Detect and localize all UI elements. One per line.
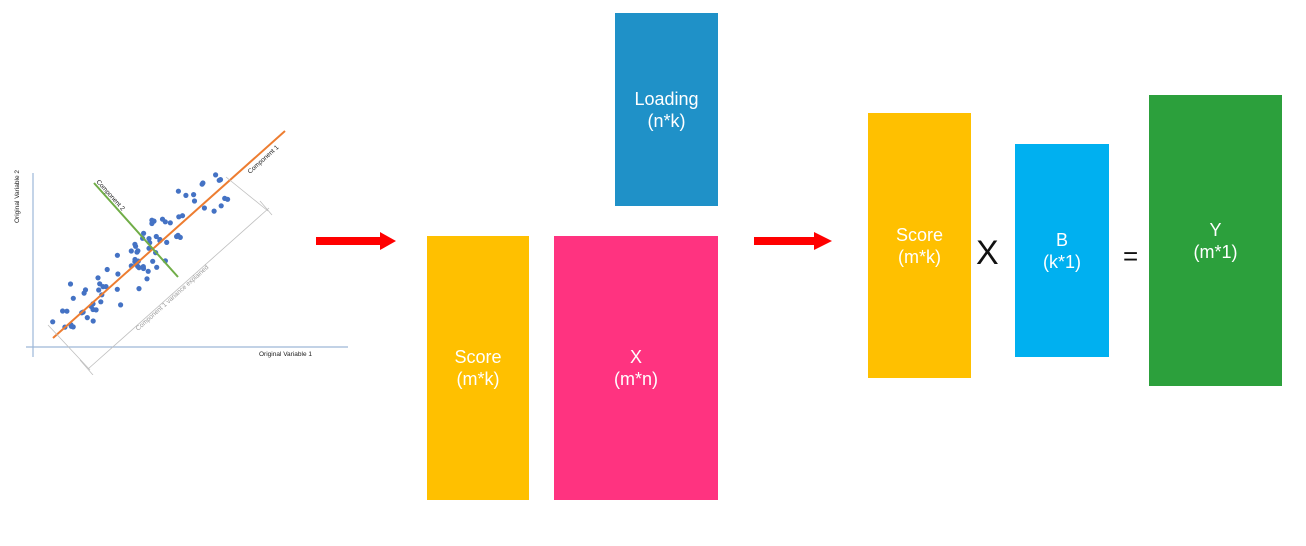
y-axis-label: Original Variable 2 <box>14 170 21 223</box>
variance-label: Component 1 variance explained <box>135 264 211 333</box>
scatter-point <box>114 286 120 292</box>
scatter-point <box>199 181 205 187</box>
loading-dimensions: (n*k) <box>647 110 686 131</box>
scatter-point <box>90 318 96 324</box>
scatter-point <box>162 219 168 225</box>
scatter-point <box>67 281 74 287</box>
scatter-point <box>132 241 138 247</box>
score-matrix-stage2: Score (m*k) <box>868 113 971 378</box>
scatter-point <box>90 306 96 313</box>
b-title: B <box>1055 229 1068 250</box>
y-title: Y <box>1209 219 1222 240</box>
scatter-point <box>135 248 141 254</box>
score-title: Score <box>454 347 502 367</box>
scatter-point <box>70 295 76 301</box>
scatter-points <box>50 172 231 330</box>
scatter-point <box>174 233 180 240</box>
scatter-point <box>191 198 198 204</box>
scatter-point <box>154 264 160 270</box>
scatter-point <box>98 299 104 305</box>
scatter-point <box>60 308 66 314</box>
scatter-point <box>104 266 110 273</box>
scatter-point <box>213 172 219 178</box>
red-arrow-right-1-icon <box>316 232 396 250</box>
x-dimensions: (m*n) <box>614 369 658 389</box>
scatter-point <box>84 315 90 321</box>
scatter-point <box>222 195 228 201</box>
x-title: X <box>629 347 642 367</box>
scatter-point <box>82 287 89 293</box>
scatter-point <box>103 284 109 290</box>
scatter-point <box>95 275 101 281</box>
scatter-point <box>115 271 121 277</box>
loading-matrix: Loading (n*k) <box>615 13 718 206</box>
scatter-point <box>118 302 124 308</box>
pca-scatter-plot: Original Variable 2 Original Variable 1 … <box>14 130 348 375</box>
variance-dimension <box>47 176 273 375</box>
x-matrix: X (m*n) <box>554 236 718 500</box>
score-title: Score <box>895 224 944 245</box>
scatter-point <box>64 308 70 314</box>
scatter-point <box>164 239 170 245</box>
score-dimensions: (m*k) <box>456 369 500 389</box>
scatter-point <box>201 205 207 211</box>
scatter-point <box>136 286 142 292</box>
scatter-point <box>132 256 138 263</box>
scatter-point <box>167 220 173 226</box>
scatter-point <box>141 230 147 236</box>
b-vector: B (k*1) <box>1015 144 1109 357</box>
scatter-point <box>114 252 120 258</box>
scatter-point <box>150 258 156 264</box>
score-matrix-stage1: Score (m*k) <box>427 236 529 500</box>
scatter-point <box>140 265 147 272</box>
scatter-point <box>149 217 155 223</box>
scatter-point <box>179 213 186 219</box>
scatter-point <box>217 177 224 183</box>
equals-operator: = <box>1123 241 1139 271</box>
loading-title: Loading <box>634 88 699 109</box>
multiply-operator: X <box>976 234 999 272</box>
scatter-point <box>145 268 151 274</box>
y-vector: Y (m*1) <box>1149 95 1282 386</box>
scatter-point <box>146 236 152 242</box>
y-dimensions: (m*1) <box>1193 241 1238 262</box>
scatter-point <box>50 319 56 325</box>
scatter-point <box>96 287 102 293</box>
scatter-point <box>183 192 189 198</box>
b-dimensions: (k*1) <box>1042 251 1081 272</box>
scatter-point <box>191 192 197 198</box>
scatter-point <box>211 208 217 214</box>
score-dimensions: (m*k) <box>898 246 941 267</box>
component-1-line <box>52 130 286 339</box>
scatter-point <box>153 233 159 240</box>
scatter-point <box>175 188 181 194</box>
red-arrow-right-2-icon <box>754 232 832 250</box>
scatter-point <box>144 276 150 282</box>
component-2-label: Component 2 <box>95 179 127 213</box>
scatter-point <box>128 248 134 254</box>
component-2-line <box>93 182 179 278</box>
x-axis-label: Original Variable 1 <box>259 351 312 358</box>
scatter-point <box>218 203 224 209</box>
